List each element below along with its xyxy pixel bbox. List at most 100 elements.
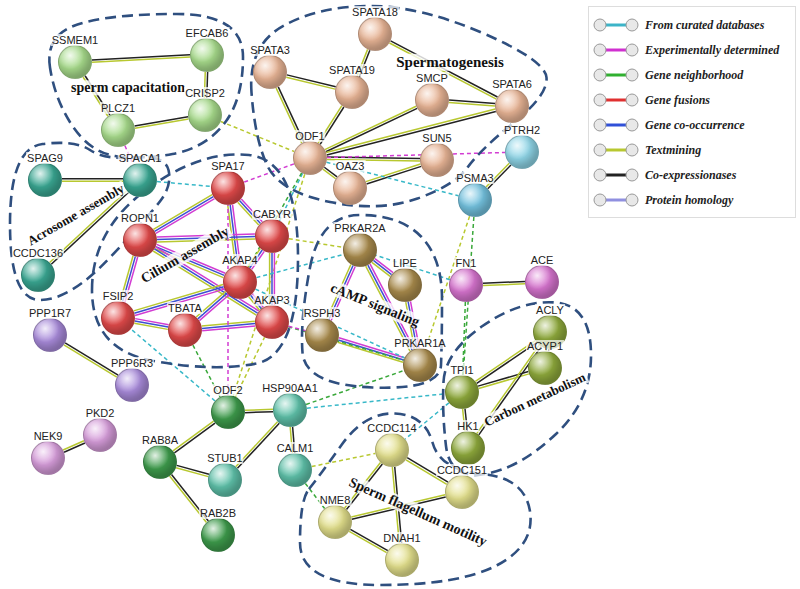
edge-stroke: [286, 77, 335, 89]
legend-row: Protein homology: [589, 190, 795, 210]
protein-node: CCDC151: [445, 475, 479, 509]
edge-stroke: [135, 289, 224, 315]
protein-node: SPATA19: [335, 75, 369, 109]
edge-stroke: [483, 281, 525, 283]
protein-label: SPATA19: [328, 64, 376, 76]
edge-stroke: [287, 75, 336, 87]
protein-node: AKAP4: [223, 265, 257, 299]
cluster-region: sperm capacitationSSMEM1EFCAB6PLCZ1CRISP…: [41, 10, 247, 164]
protein-label: ACYP1: [526, 340, 564, 352]
protein-node: SMCP: [415, 83, 449, 117]
cluster-label: Spermatogenesis: [394, 54, 506, 71]
protein-node: OAZ3: [333, 171, 367, 205]
protein-label: STUB1: [206, 452, 243, 464]
edge-stroke: [155, 197, 214, 232]
dashed-outline: [92, 154, 298, 367]
protein-label: RAB2B: [199, 507, 237, 519]
protein-label: SPATA6: [491, 78, 533, 90]
legend-text: Gene co-occurrence: [645, 118, 745, 133]
interaction-edge: [135, 117, 189, 129]
interaction-edge: [153, 195, 214, 234]
protein-node: RAB8A: [143, 445, 177, 479]
legend-row: Textmining: [589, 140, 795, 160]
protein-node: SPAG9: [28, 163, 62, 197]
protein-node: ODF2: [211, 395, 245, 429]
edge-stroke: [478, 372, 528, 387]
edge-stroke: [245, 409, 273, 411]
protein-label: ODF2: [212, 384, 243, 396]
cluster-region: SpermatogenesisSPATA18SPATA3SPATA19SMCPS…: [244, 2, 552, 216]
legend-text: Protein homology: [645, 193, 733, 208]
protein-node: PRKAR2A: [343, 233, 377, 267]
dashed-outline: [49, 14, 243, 158]
edge-stroke: [449, 102, 495, 105]
interaction-edge: [245, 409, 273, 412]
protein-node: CALM1: [278, 453, 312, 487]
protein-label: CCDC114: [366, 422, 417, 434]
protein-node: DNAH1: [385, 543, 419, 577]
edge-stroke: [326, 108, 417, 151]
cluster-region: cAMP signalingPRKAR2ALIPERSPH3PRKAR1A: [296, 211, 446, 394]
dashed-outline: [300, 413, 531, 585]
cluster-label: sperm capacitation: [69, 80, 187, 95]
protein-node: AKAP3: [255, 305, 289, 339]
protein-label: TPI1: [449, 364, 474, 376]
edge-stroke: [156, 199, 215, 234]
edge-stroke: [173, 421, 214, 451]
legend-row: Gene co-occurrence: [589, 115, 795, 135]
interaction-edge: [176, 465, 209, 476]
legend-line-sample: [593, 142, 639, 158]
protein-node: LIPE: [388, 268, 422, 302]
protein-label: PPP1R7: [28, 307, 72, 319]
protein-node: EFCAB6: [190, 38, 224, 72]
edge-stroke: [92, 57, 190, 62]
dashed-outline: [302, 215, 442, 388]
legend-text: Gene neighborhood: [645, 68, 743, 83]
interaction-edge: [325, 106, 417, 152]
edge-stroke: [245, 411, 273, 413]
protein-node: TBATA: [168, 313, 202, 347]
protein-node: SPATA6: [495, 89, 529, 123]
legend-line-sample: [593, 167, 639, 183]
interaction-edge: [134, 319, 168, 330]
interaction-edge: [307, 394, 445, 408]
legend-line-sample: [593, 192, 639, 208]
protein-node: STUB1: [208, 463, 242, 497]
protein-node: SSMEM1: [58, 45, 92, 79]
legend-line-sample: [593, 67, 639, 83]
protein-label: SPAG9: [26, 152, 64, 164]
edge-stroke: [307, 394, 445, 408]
edge-stroke: [479, 374, 529, 389]
interaction-edge: [62, 179, 123, 181]
edge-stroke: [62, 180, 123, 182]
protein-label: DNAH1: [382, 532, 421, 544]
protein-node: SPACA1: [123, 163, 157, 197]
protein-label: CRISP2: [184, 87, 226, 99]
protein-label: SPATA18: [351, 6, 399, 18]
protein-label: SPATA3: [249, 44, 291, 56]
protein-label: PPP6R3: [110, 357, 154, 369]
legend-row: Gene neighborhood: [589, 65, 795, 85]
interaction-edge: [63, 441, 85, 452]
interaction-edge: [173, 421, 215, 453]
edge-stroke: [326, 109, 495, 153]
protein-label: AKAP4: [221, 254, 258, 266]
dashed-outline: [443, 302, 591, 475]
edge-stroke: [373, 260, 391, 274]
interaction-edge: [286, 75, 336, 89]
edge-stroke: [63, 441, 84, 450]
protein-node: NEK9: [31, 441, 65, 475]
edge-stroke: [312, 453, 376, 466]
legend-row: Gene fusions: [589, 90, 795, 110]
edge-stroke: [244, 164, 294, 182]
protein-node: FSIP2: [101, 301, 135, 335]
edge-stroke: [157, 182, 211, 187]
edge-stroke: [366, 164, 421, 182]
protein-label: ODF1: [294, 130, 325, 142]
legend-text: Experimentally determined: [645, 43, 779, 58]
protein-node: HK1: [451, 431, 485, 465]
edge-stroke: [134, 323, 168, 329]
protein-label: AKAP3: [253, 294, 290, 306]
protein-label: TBATA: [167, 302, 203, 314]
edge-stroke: [327, 157, 420, 158]
